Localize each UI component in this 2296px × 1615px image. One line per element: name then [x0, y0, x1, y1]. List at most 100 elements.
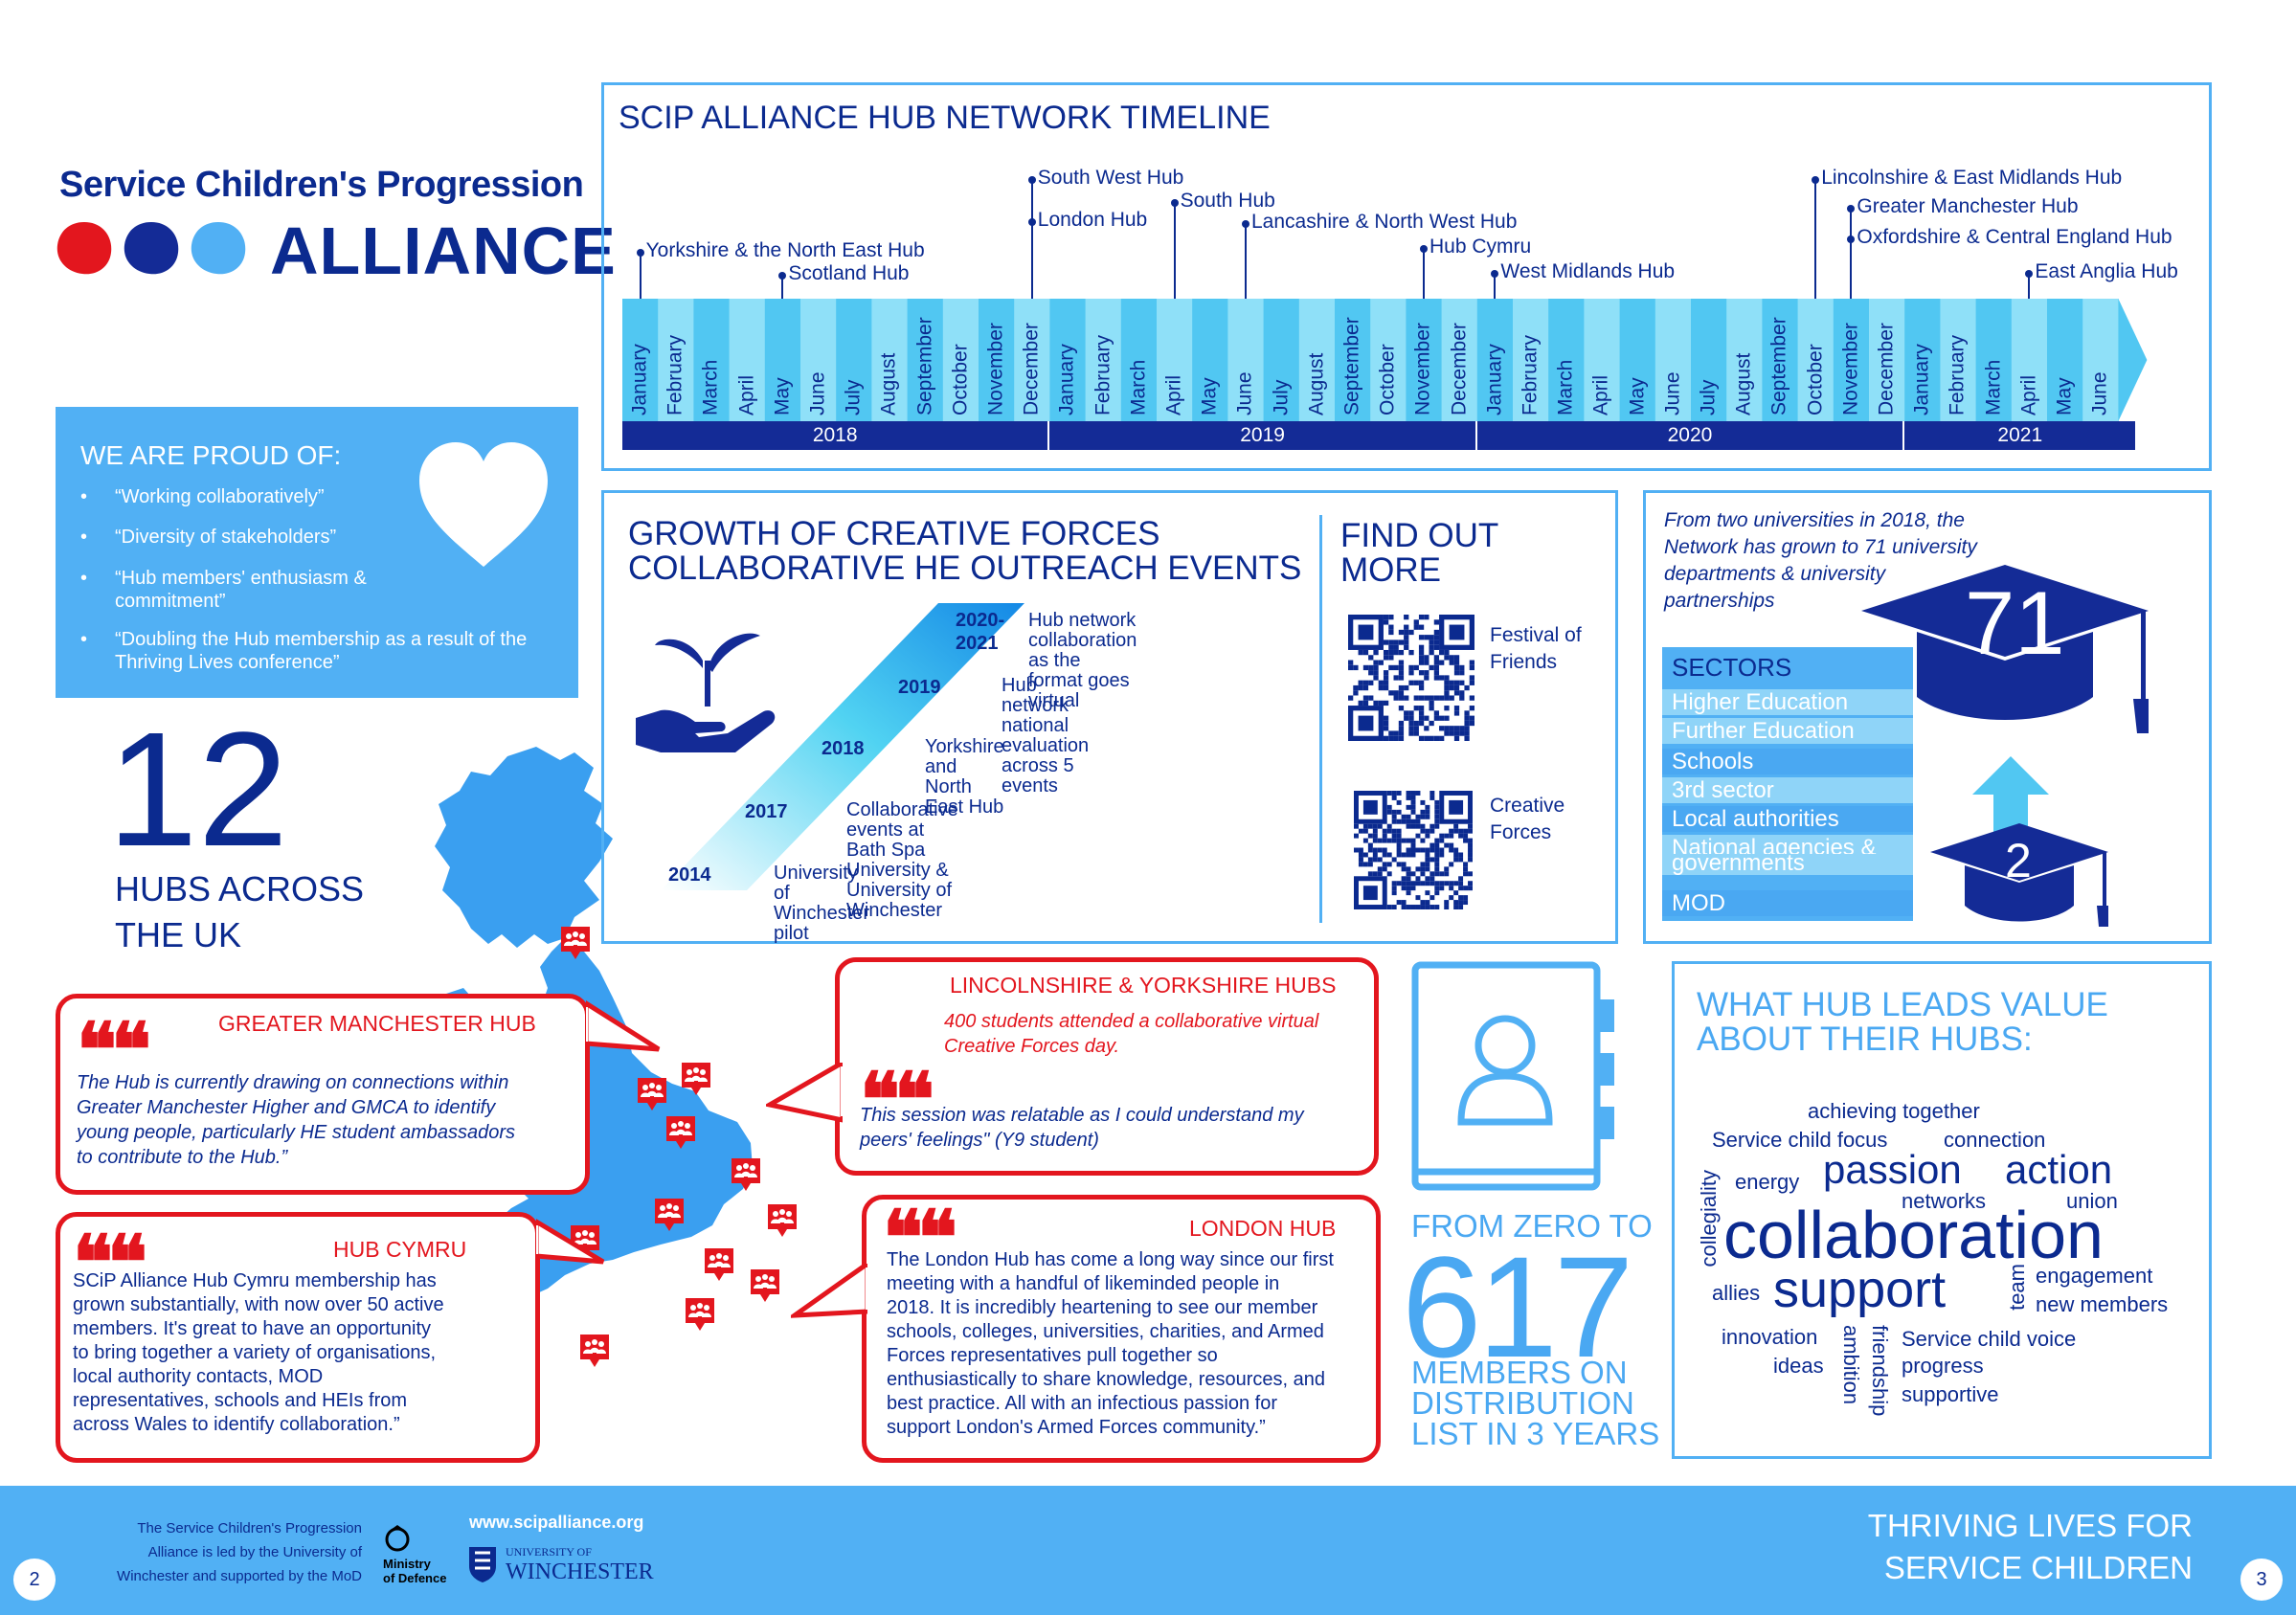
timeline-month: September: [1340, 317, 1363, 415]
timeline-stem: [1423, 249, 1425, 299]
quote-hub-cymru: [56, 1212, 540, 1463]
timeline-event-label: South Hub: [1180, 190, 1275, 212]
word-supportive: supportive: [1902, 1382, 1999, 1406]
timeline-month: January: [1055, 344, 1078, 415]
hub-pin-icon: [559, 925, 592, 961]
timeline-month: May: [2053, 377, 2076, 415]
ly-tail: [763, 1058, 846, 1130]
ly-text: This session was relatable as I could un…: [860, 1105, 1304, 1151]
hub-pin-icon: [684, 1296, 716, 1333]
uow-text: UNIVERSITY OF WINCHESTER: [506, 1545, 654, 1584]
timeline-month: March: [1982, 359, 2005, 415]
footer-url[interactable]: www.scipalliance.org: [469, 1513, 644, 1532]
timeline-event-label: Yorkshire & the North East Hub: [645, 239, 925, 261]
qr-code-creative[interactable]: [1354, 791, 1473, 909]
timeline-month: April: [1589, 374, 1612, 415]
timeline-month: November: [984, 323, 1007, 415]
winchester-crest-icon: [467, 1545, 498, 1583]
timeline-stem: [2028, 274, 2031, 299]
timeline-stem: [1850, 209, 1853, 299]
timeline-month: May: [1626, 377, 1649, 415]
word-energy: energy: [1735, 1170, 1800, 1194]
timeline-arrow: [622, 299, 2148, 421]
timeline-month: February: [1946, 334, 1969, 415]
growth-title-1: GROWTH OF CREATIVE FORCES: [628, 515, 1160, 552]
timeline-event-label: West Midlands Hub: [1500, 260, 1676, 282]
hub-pin-icon: [766, 1202, 799, 1239]
timeline-month: February: [1519, 334, 1542, 415]
london-text: The London Hub has come a long way since…: [887, 1249, 1334, 1438]
word-innovation: innovation: [1722, 1325, 1818, 1349]
timeline-month: July: [1697, 379, 1720, 415]
timeline-event-label: Oxfordshire & Central England Hub: [1857, 226, 2172, 248]
page-number-right: 3: [2240, 1559, 2283, 1601]
timeline-month: August: [1305, 352, 1328, 415]
timeline-panel: [601, 82, 2212, 471]
graduation-cap-small-icon: [1930, 823, 2110, 929]
timeline-month: June: [1661, 371, 1684, 415]
word-friendship: friendship: [1868, 1325, 1892, 1417]
hub-pin-icon: [749, 1267, 781, 1304]
hub-pin-icon: [664, 1114, 697, 1151]
timeline-stem: [1245, 224, 1247, 299]
hubs-number: 12: [107, 699, 289, 881]
brand-logo-drops: [54, 216, 264, 280]
timeline-year: 2021: [1904, 421, 2136, 450]
growth-year: 2020-2021: [956, 610, 1005, 654]
sector-item: Higher Education: [1662, 689, 1913, 715]
timeline-month: September: [1767, 317, 1790, 415]
timeline-month: May: [1198, 377, 1221, 415]
graduation-cap-large-icon: [1861, 565, 2152, 737]
timeline-year: 2018: [622, 421, 1048, 450]
members-line1: FROM ZERO TO: [1411, 1208, 1653, 1244]
london-tail: [786, 1259, 871, 1331]
growth-arrow-icon: [1972, 756, 2049, 842]
word-ideas: ideas: [1773, 1354, 1824, 1378]
hub-pin-icon: [703, 1246, 735, 1283]
address-book-icon: [1411, 961, 1628, 1191]
word-achieving-together: achieving together: [1808, 1099, 1980, 1123]
timeline-month: April: [1162, 374, 1185, 415]
growth-panel: [601, 490, 1618, 944]
growth-step-text: Yorkshire and North East Hub: [925, 736, 1004, 818]
quote-mark-icon: ❝❝: [860, 1057, 934, 1144]
quote-greater-manchester: [56, 994, 590, 1195]
word-passion: passion: [1823, 1147, 1962, 1192]
proud-item: •“Doubling the Hub membership as a resul…: [80, 629, 528, 673]
heart-icon: [412, 433, 555, 576]
growth-title-2: COLLABORATIVE HE OUTREACH EVENTS: [628, 550, 1302, 587]
sector-item: governments: [1662, 852, 1913, 875]
values-title-2: ABOUT THEIR HUBS:: [1697, 1021, 2033, 1058]
timeline-month: December: [1875, 323, 1898, 415]
growth-divider: [1319, 515, 1322, 923]
timeline-stem: [781, 276, 784, 299]
gm-tail: [582, 996, 663, 1063]
timeline-month: May: [771, 377, 794, 415]
word-union: union: [2066, 1189, 2118, 1213]
timeline-stem: [1814, 180, 1817, 299]
growth-year: 2018: [822, 738, 865, 759]
sector-item: Local authorities: [1662, 806, 1913, 832]
timeline-event-label: Hub Cymru: [1429, 236, 1532, 258]
quote-mark-icon: ❝❝: [883, 1195, 957, 1282]
qr-code-festival[interactable]: [1348, 615, 1474, 741]
timeline-month: July: [842, 379, 865, 415]
timeline-month: August: [1732, 352, 1755, 415]
timeline-month: February: [1092, 334, 1114, 415]
values-title-1: WHAT HUB LEADS VALUE: [1697, 986, 2108, 1023]
timeline-month: December: [1448, 323, 1471, 415]
brand-title: Service Children's Progression: [59, 165, 584, 205]
quote-mark-icon: ❝❝: [77, 1007, 151, 1094]
cap-big-number: 71: [1965, 572, 2065, 673]
timeline-year: 2019: [1049, 421, 1475, 450]
timeline-event-label: Lincolnshire & East Midlands Hub: [1821, 167, 2123, 189]
hub-pin-icon: [653, 1197, 686, 1233]
timeline-stem: [1030, 180, 1033, 299]
word-team: team: [2005, 1264, 2029, 1311]
timeline-title: SCIP ALLIANCE HUB NETWORK TIMELINE: [619, 100, 1271, 136]
universities-text: From two universities in 2018, the Netwo…: [1664, 509, 1977, 612]
